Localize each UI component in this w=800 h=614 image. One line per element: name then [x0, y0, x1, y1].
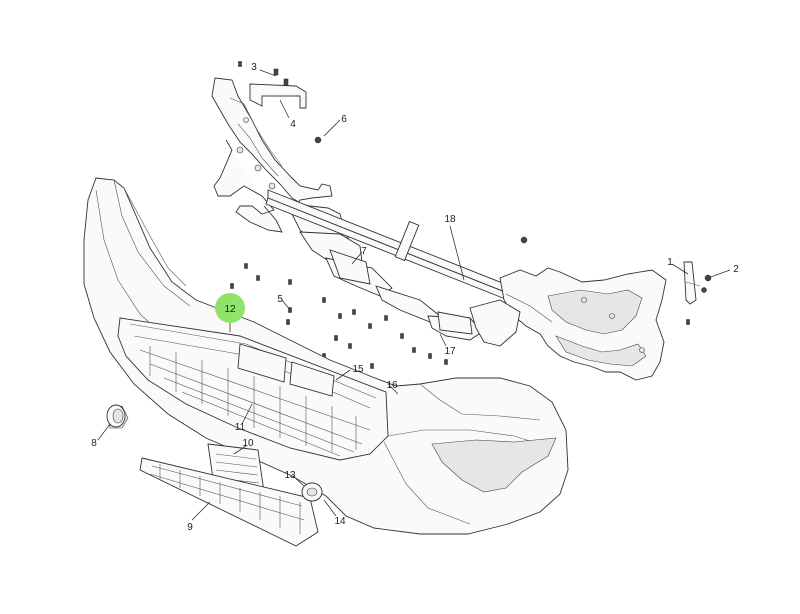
callout-1: 1 [667, 257, 673, 268]
bracket-plates [237, 249, 473, 397]
callout-17: 17 [444, 346, 456, 357]
callout-13: 13 [284, 470, 296, 481]
round-cap-8 [106, 404, 126, 428]
callout-labels: 3 4 6 5 7 1 2 18 8 9 10 11 13 14 15 16 1… [91, 62, 739, 533]
callout-4: 4 [290, 119, 296, 130]
callout-12-highlight[interactable]: 12 [215, 293, 245, 323]
mounting-bracket-1 [683, 261, 701, 305]
lower-grille [117, 317, 389, 461]
callout-18: 18 [444, 214, 456, 225]
callout-7: 7 [361, 246, 367, 257]
mounting-bracket-4 [249, 83, 307, 109]
leader-lines [97, 69, 731, 521]
callout-16: 16 [386, 380, 398, 391]
callout-12: 12 [224, 304, 236, 315]
callout-9: 9 [187, 522, 193, 533]
callout-11: 11 [235, 422, 246, 433]
callout-3: 3 [251, 62, 257, 73]
callout-10: 10 [242, 438, 254, 449]
skid-plate-9 [139, 457, 319, 547]
callout-15: 15 [352, 364, 364, 375]
callout-5: 5 [277, 294, 283, 305]
round-cover-13 [301, 482, 323, 502]
callout-6: 6 [341, 114, 347, 125]
highlight-circle [215, 293, 245, 323]
callout-14: 14 [334, 516, 346, 527]
callout-8: 8 [91, 438, 97, 449]
callout-2: 2 [733, 264, 739, 275]
